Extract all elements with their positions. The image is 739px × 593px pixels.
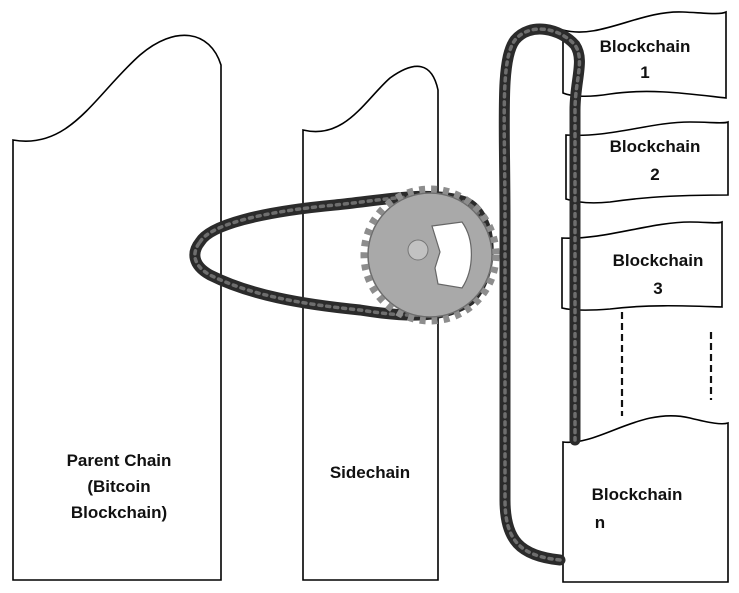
parent-chain-document (12, 34, 222, 581)
blockchain-1-label: Blockchain (600, 37, 691, 56)
blockchain-1-document (562, 10, 727, 99)
blockchain-2-document (565, 120, 729, 204)
blockchain-3-number: 3 (653, 279, 662, 298)
blockchain-3-document (561, 220, 723, 311)
blockchain-3-label: Blockchain (613, 251, 704, 270)
parent-chain-label-line-2: (Bitcoin (87, 477, 150, 496)
sidechain-document (302, 65, 439, 581)
blockchain-2-number: 2 (650, 165, 659, 184)
blockchain-n-document (562, 415, 729, 583)
blockchain-1-number: 1 (640, 63, 649, 82)
parent-chain-label-line-1: Parent Chain (67, 451, 172, 470)
parent-chain-label-line-3: Blockchain) (71, 503, 167, 522)
sidechain-label: Sidechain (330, 463, 410, 482)
blockchain-2-label: Blockchain (610, 137, 701, 156)
bike-chain-vertical (498, 23, 585, 566)
sprocket-gear-icon (360, 185, 500, 325)
blockchain-n-number: n (595, 513, 605, 532)
blockchain-n-label: Blockchain (592, 485, 683, 504)
